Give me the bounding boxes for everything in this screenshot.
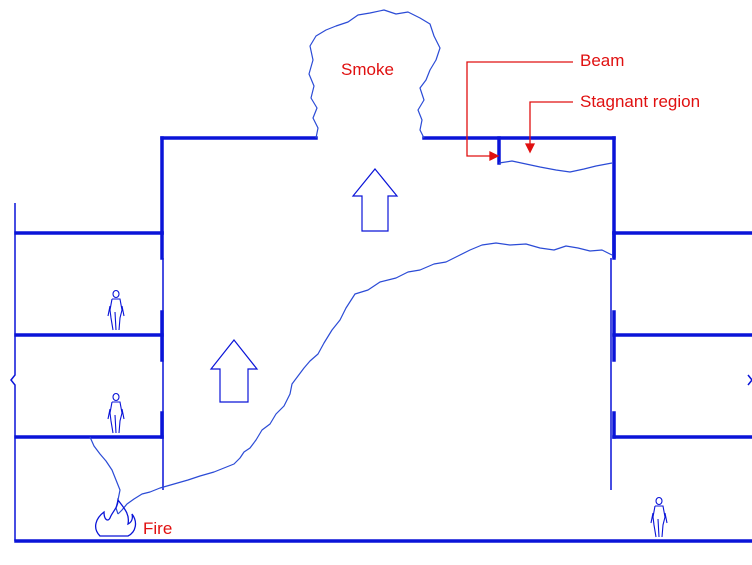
- stagnant-region-label: Stagnant region: [580, 92, 700, 111]
- fire-label: Fire: [143, 519, 172, 538]
- fire-plume-left: [89, 436, 121, 515]
- occupants: [107, 289, 668, 538]
- smoke-cloud-outline: [308, 9, 441, 139]
- stagnant-layer-outline: [498, 160, 613, 173]
- building-structure: [14, 136, 752, 543]
- up-arrow-icon: [351, 168, 399, 232]
- person-icon: [650, 496, 668, 538]
- flame-icon: [94, 498, 137, 537]
- right-wall-break: [747, 374, 752, 386]
- left-outer-wall: [10, 203, 16, 541]
- person-icon: [107, 289, 125, 331]
- flow-arrows: [209, 168, 399, 403]
- beam-leader-arrowhead: [489, 150, 500, 162]
- outer-walls: [10, 203, 752, 541]
- smoke-layer-interface: [117, 242, 613, 515]
- annotation-leaders: [466, 61, 573, 162]
- stagnant-leader-arrowhead: [524, 143, 536, 154]
- smoke-plume: [89, 9, 613, 515]
- up-arrow-icon: [209, 339, 259, 403]
- stagnant-leader-line: [529, 101, 573, 147]
- smoke-label: Smoke: [341, 60, 394, 79]
- person-icon: [107, 392, 125, 434]
- beam-label: Beam: [580, 51, 624, 70]
- beam-leader-line: [466, 61, 573, 157]
